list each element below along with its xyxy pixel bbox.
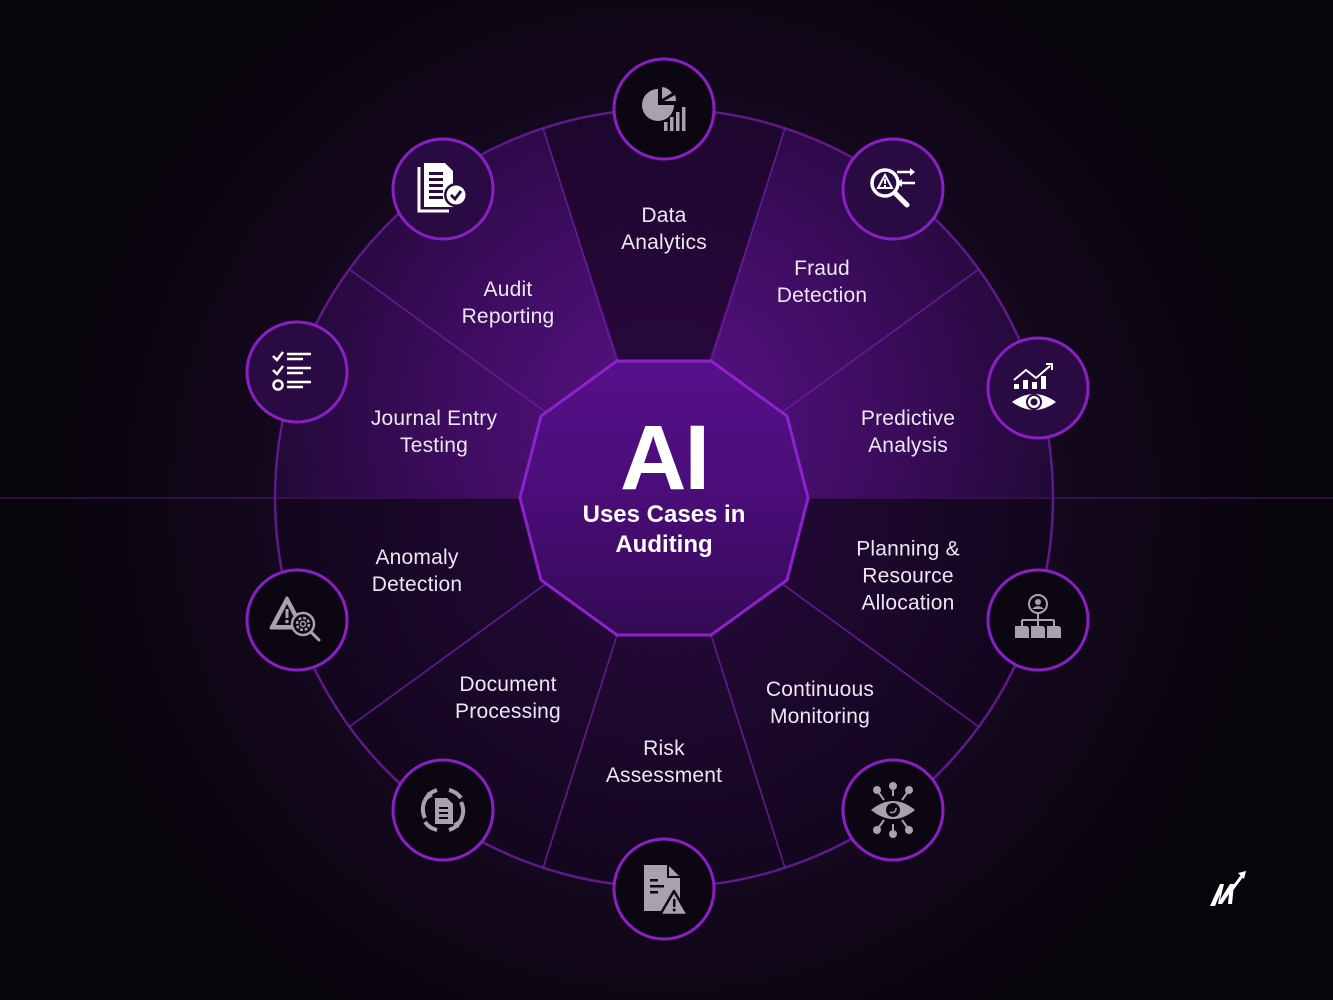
brand-m-arrow-logo	[1210, 871, 1246, 906]
document-warning-icon	[644, 865, 690, 917]
audit-reporting-node	[391, 137, 495, 241]
continuous-monitoring-node	[841, 758, 945, 862]
label-journal-entry-testing: Journal Entry Testing	[370, 407, 498, 457]
label-risk-assessment: Risk Assessment	[605, 737, 723, 787]
center-subtitle: Uses Cases in Auditing	[582, 501, 746, 558]
label-data-analytics: Data Analytics	[621, 204, 707, 254]
label-fraud-detection: Fraud Detection	[776, 257, 868, 307]
warning-gear-search-icon	[269, 596, 321, 642]
risk-assessment-node	[612, 837, 716, 941]
fraud-detection-node	[841, 137, 945, 241]
report-check-icon	[417, 163, 468, 213]
planning-resource-allocation-node	[986, 568, 1090, 672]
label-anomaly-detection: Anomaly Detection	[371, 546, 463, 596]
chart-eye-icon	[1012, 363, 1056, 410]
document-processing-node	[391, 758, 495, 862]
document-cycle-icon	[420, 788, 466, 832]
predictive-analysis-node	[986, 336, 1090, 440]
journal-entry-testing-node	[245, 320, 349, 424]
label-continuous-monitoring: Continuous Monitoring	[765, 678, 875, 728]
label-audit-reporting: Audit Reporting	[461, 278, 555, 328]
label-predictive-analysis: Predictive Analysis	[860, 407, 956, 457]
pie-chart-bar-icon	[642, 87, 686, 131]
center-title: AI	[620, 407, 710, 509]
checklist-icon	[272, 351, 311, 391]
label-document-processing: Document Processing	[455, 673, 561, 723]
anomaly-detection-node	[245, 568, 349, 672]
org-hierarchy-icon	[1015, 594, 1061, 638]
data-analytics-node	[612, 57, 716, 161]
magnifier-warning-icon	[870, 168, 915, 208]
eye-network-icon	[871, 782, 915, 838]
label-planning-resource-allocation: Planning & Resource Allocation	[856, 537, 960, 615]
